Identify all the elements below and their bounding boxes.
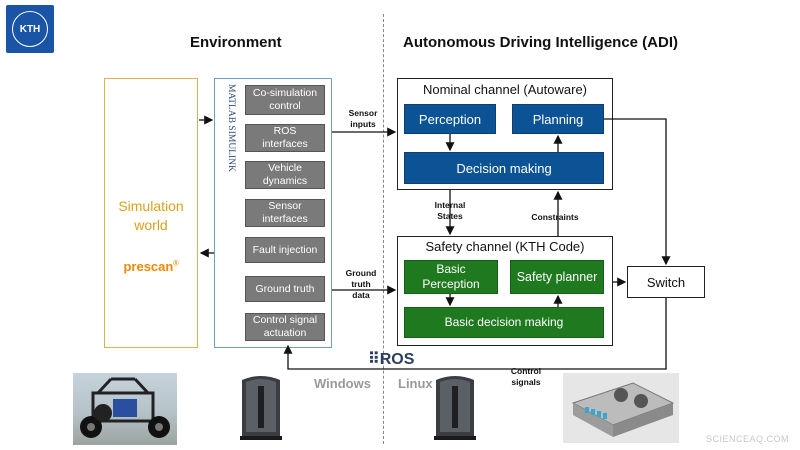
vehicle-photo bbox=[73, 373, 177, 445]
adi-heading: Autonomous Driving Intelligence (ADI) bbox=[403, 34, 679, 51]
kth-logo: KTH bbox=[6, 5, 54, 53]
safety-planner-block: Safety planner bbox=[510, 260, 604, 294]
ros-logo: ⠿ROS bbox=[368, 351, 415, 368]
switch-block: Switch bbox=[627, 266, 705, 298]
planning-block: Planning bbox=[512, 104, 604, 134]
basic-decision-making-block: Basic decision making bbox=[404, 307, 604, 338]
logo-text: KTH bbox=[19, 23, 41, 35]
linux-label: Linux bbox=[398, 376, 433, 391]
nominal-channel-title: Nominal channel (Autoware) bbox=[422, 82, 588, 97]
safety-channel-title: Safety channel (KTH Code) bbox=[425, 239, 585, 254]
environment-heading: Environment bbox=[190, 34, 282, 51]
watermark: SCIENCEAQ.COM bbox=[706, 434, 790, 444]
simulation-world-box: Simulation world prescan® bbox=[104, 78, 198, 348]
constraints-label: Constraints bbox=[531, 212, 579, 222]
simulation-world-label: Simulation world bbox=[118, 198, 184, 233]
ground-truth-block: Ground truth bbox=[245, 276, 325, 302]
windows-pc-icon bbox=[236, 372, 286, 442]
fault-injection-block: Fault injection bbox=[245, 237, 325, 263]
ros-dots: ⠿ bbox=[368, 351, 380, 368]
buggy-icon bbox=[80, 377, 170, 438]
prescan-logo: prescan® bbox=[123, 259, 179, 274]
decision-making-block: Decision making bbox=[404, 152, 604, 184]
linux-pc-icon bbox=[430, 372, 480, 442]
embedded-hardware-photo bbox=[563, 373, 679, 443]
simulink-box bbox=[214, 78, 332, 348]
windows-label: Windows bbox=[314, 376, 371, 391]
perception-block: Perception bbox=[404, 104, 496, 134]
divider-dashed bbox=[383, 14, 384, 444]
